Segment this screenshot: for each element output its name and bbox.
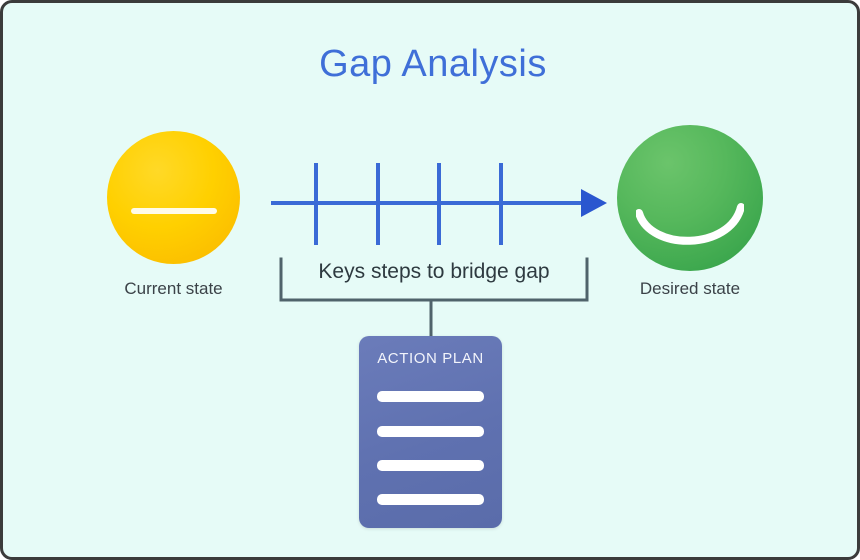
current-state-group: Current state (107, 131, 240, 298)
action-plan-line-3 (377, 460, 484, 471)
action-plan-line-4 (377, 494, 484, 505)
desired-state-group: Desired state (617, 125, 763, 298)
arrow-head-icon (581, 189, 607, 217)
page-title: Gap Analysis (319, 43, 547, 85)
bracket-connector (279, 257, 589, 343)
progress-arrow-icon (271, 163, 607, 245)
flat-mouth-icon (131, 208, 217, 214)
action-plan-line-1 (377, 391, 484, 402)
action-plan-card[interactable]: ACTION PLAN (359, 336, 502, 528)
neutral-face-icon (107, 131, 240, 264)
action-plan-line-2 (377, 426, 484, 437)
current-state-label: Current state (124, 279, 223, 298)
action-plan-title: ACTION PLAN (377, 350, 484, 367)
smile-mouth-icon (636, 203, 744, 245)
desired-state-label: Desired state (639, 279, 741, 298)
smiling-face-icon (617, 125, 763, 271)
bracket-caption: Keys steps to bridge gap (318, 260, 550, 283)
